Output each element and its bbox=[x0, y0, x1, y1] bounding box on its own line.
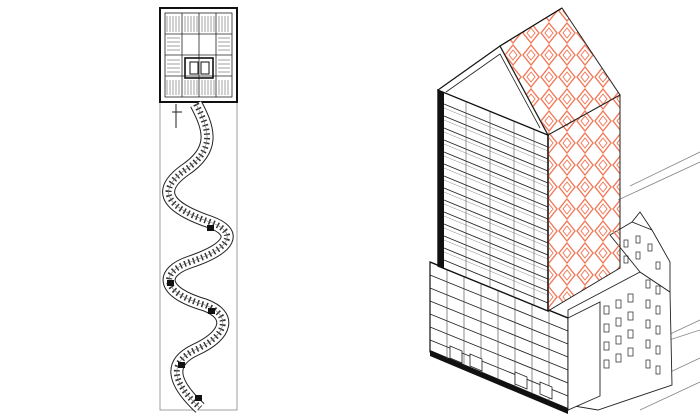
tower bbox=[436, 7, 621, 313]
tower-floor-plan bbox=[159, 7, 238, 103]
site-plan bbox=[159, 7, 238, 413]
podium bbox=[429, 261, 601, 414]
axonometric-view bbox=[429, 7, 700, 414]
serpentine-block-plan bbox=[162, 100, 234, 413]
